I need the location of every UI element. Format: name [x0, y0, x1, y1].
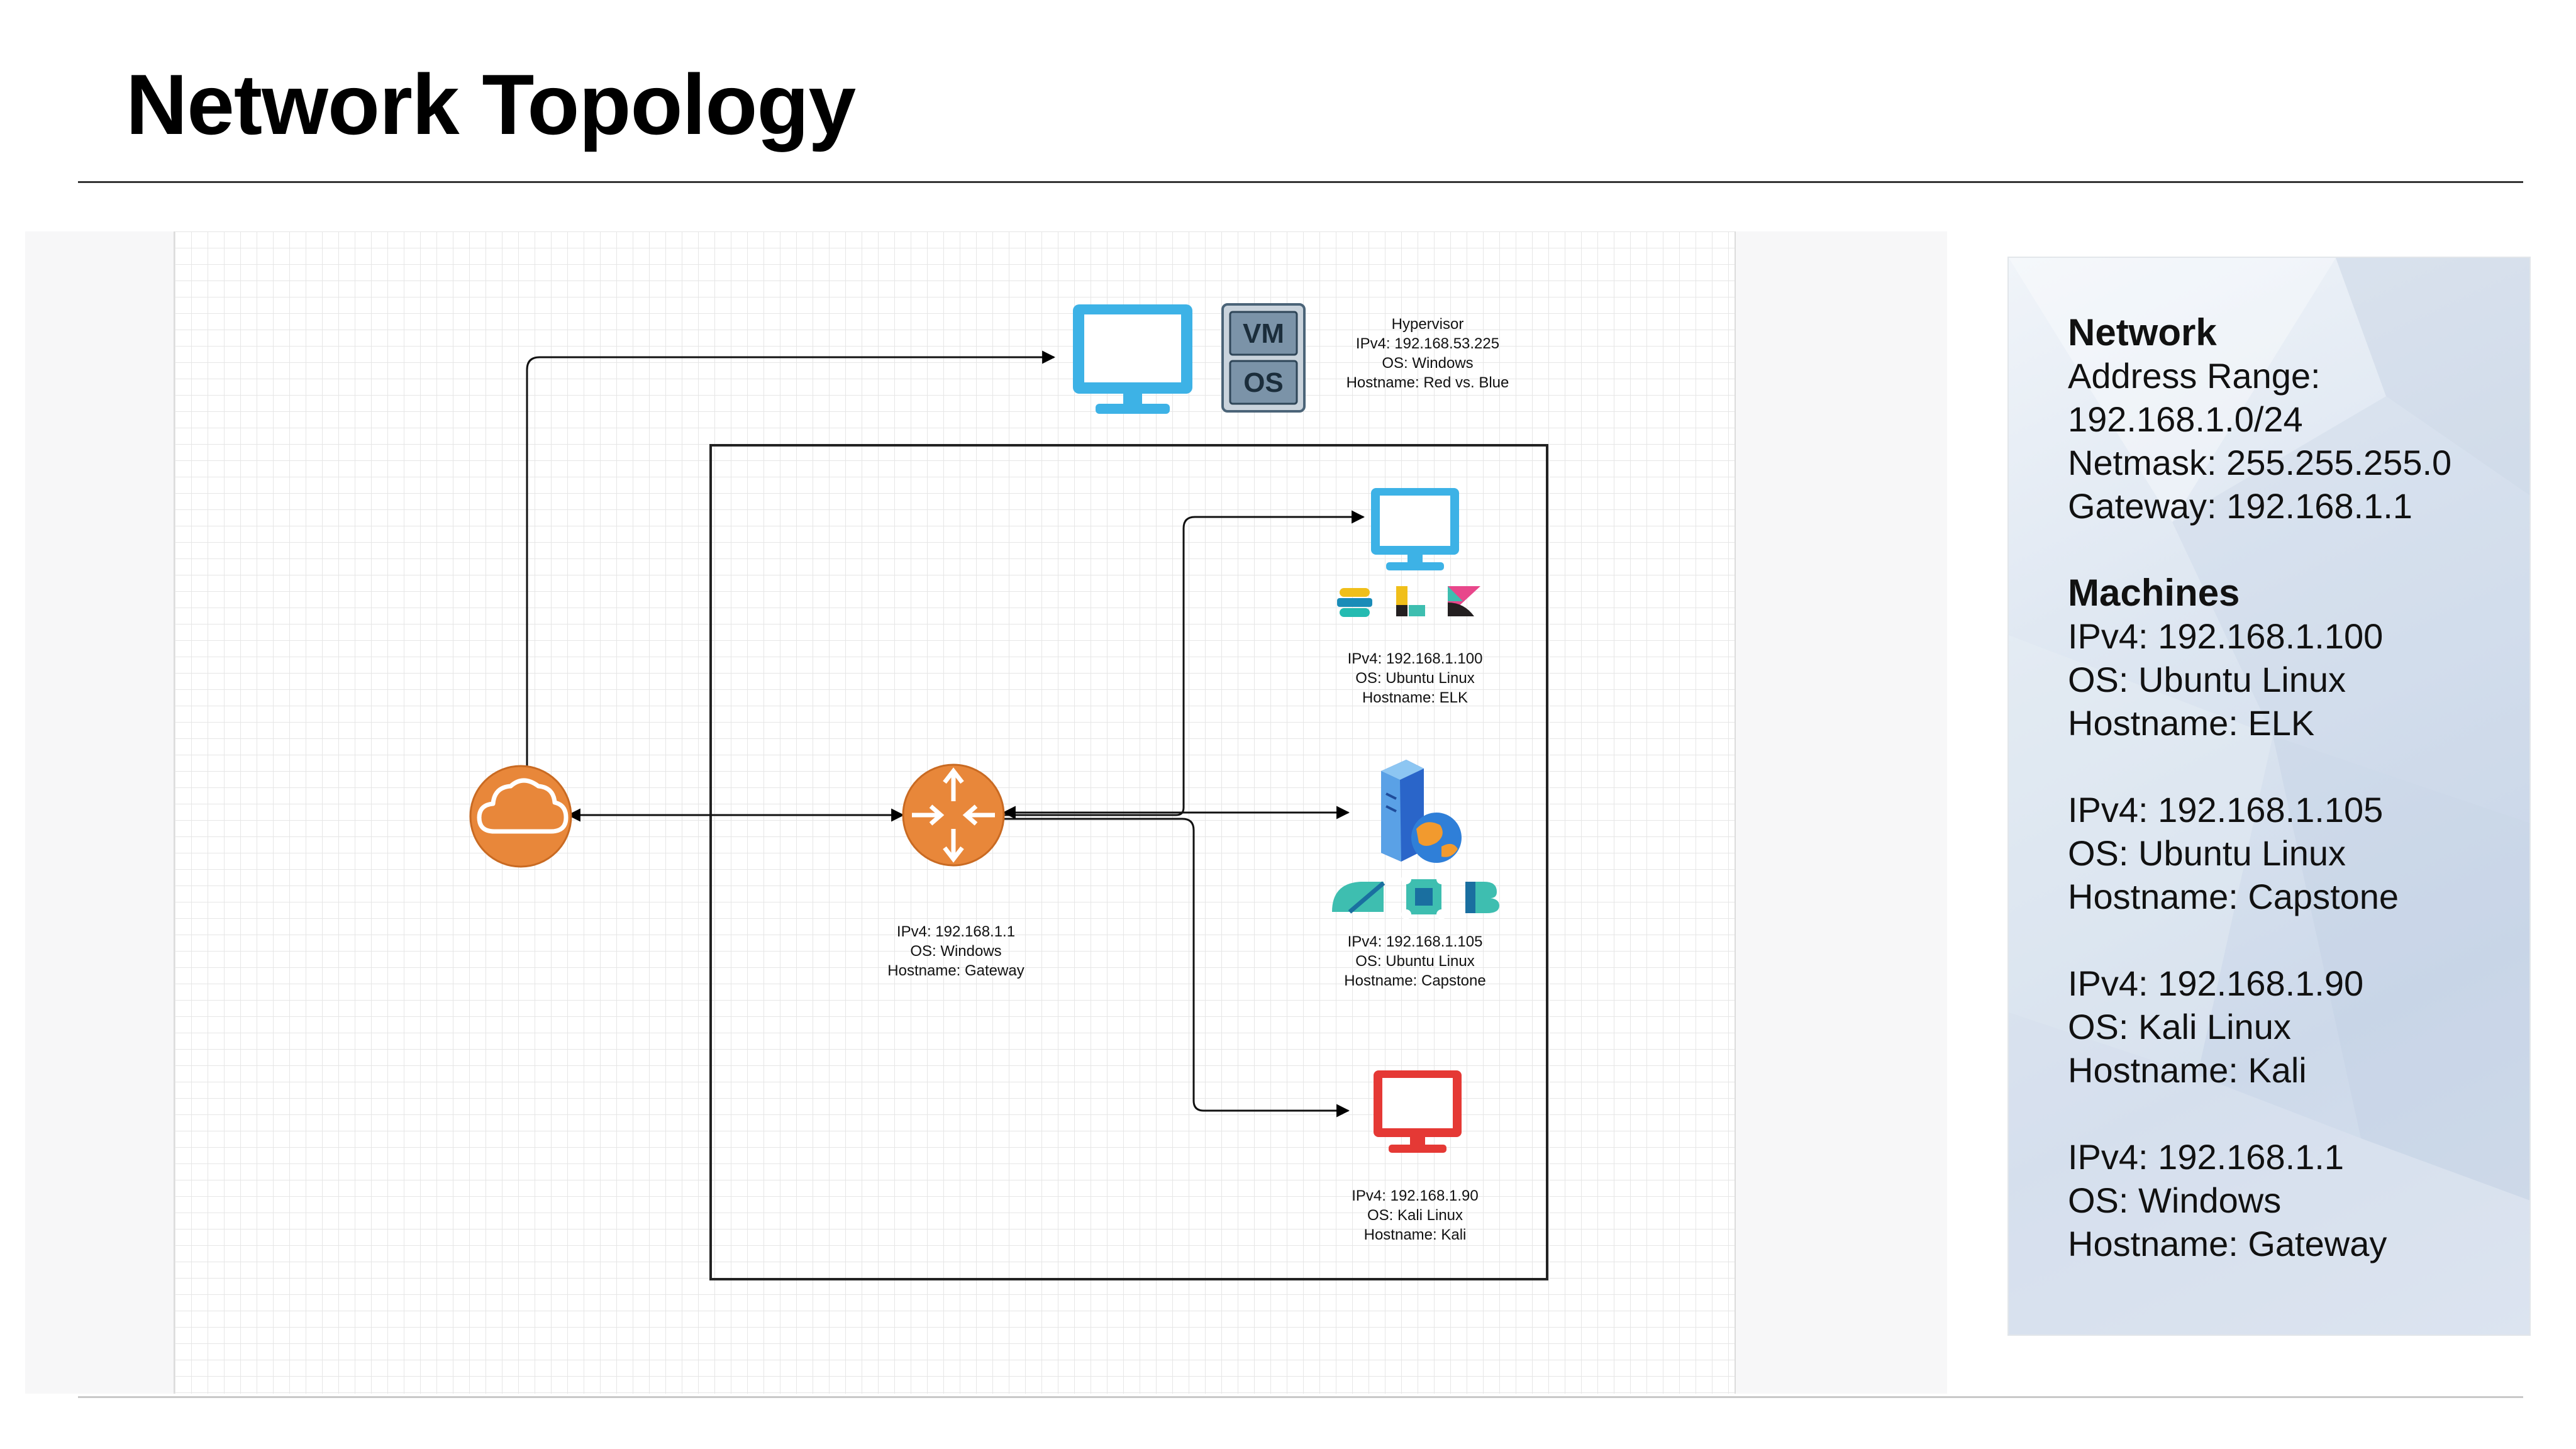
network-heading: Network [2068, 311, 2217, 353]
machines-heading: Machines [2068, 572, 2240, 614]
machine-elk-hostname: Hostname: ELK [2068, 703, 2315, 743]
gateway-to-elk-connector [1004, 510, 1365, 816]
hypervisor-ip: IPv4: 192.168.53.225 [1355, 335, 1500, 352]
spacer [2068, 918, 2451, 962]
hypervisor-name: Hypervisor [1391, 316, 1464, 333]
machine-gateway-ip: IPv4: 192.168.1.1 [2068, 1137, 2345, 1177]
gateway-router-icon [902, 763, 1005, 867]
machine-capstone-os: OS: Ubuntu Linux [2068, 833, 2346, 873]
kali-os: OS: Kali Linux [1367, 1207, 1463, 1224]
slide-title: Network Topology [126, 57, 856, 152]
gateway-ip: IPv4: 192.168.1.1 [896, 923, 1016, 940]
panel-background-pattern [2009, 258, 2529, 1335]
vm-badge-label: VM [1243, 318, 1284, 349]
machine-kali-os: OS: Kali Linux [2068, 1007, 2291, 1046]
elk-hostname: Hostname: ELK [1362, 689, 1468, 706]
spacer [2068, 1092, 2451, 1135]
spacer [2068, 528, 2451, 571]
hypervisor-os: OS: Windows [1382, 355, 1474, 372]
kali-monitor-icon [1374, 1070, 1462, 1153]
elk-ip: IPv4: 192.168.1.100 [1347, 650, 1483, 667]
machine-elk-os: OS: Ubuntu Linux [2068, 660, 2346, 699]
beats-icon [1465, 882, 1499, 913]
elk-os: OS: Ubuntu Linux [1355, 670, 1475, 687]
machine-gateway-os: OS: Windows [2068, 1180, 2282, 1220]
footer-divider [78, 1396, 2523, 1398]
title-divider [78, 181, 2523, 183]
cloud-to-hypervisor-connector [526, 350, 1056, 766]
network-info-text: Network Address Range: 192.168.1.0/24 Ne… [2068, 311, 2451, 1265]
address-range-value: 192.168.1.0/24 [2068, 399, 2303, 439]
capstone-label: IPv4: 192.168.1.105 OS: Ubuntu Linux Hos… [1314, 932, 1516, 991]
elk-monitor-icon [1371, 488, 1459, 570]
filebeat-icon [1401, 874, 1446, 919]
lan-boundary-box [709, 444, 1548, 1280]
hypervisor-label: Hypervisor IPv4: 192.168.53.225 OS: Wind… [1321, 314, 1535, 392]
machine-capstone-ip: IPv4: 192.168.1.105 [2068, 790, 2384, 830]
elasticsearch-icon [1337, 588, 1372, 617]
address-range-label: Address Range: [2068, 356, 2321, 396]
gateway-os: OS: Windows [910, 943, 1002, 960]
os-badge-label: OS [1243, 367, 1284, 398]
machine-kali-hostname: Hostname: Kali [2068, 1050, 2307, 1090]
metricbeat-icon [1332, 881, 1385, 914]
machine-elk-ip: IPv4: 192.168.1.100 [2068, 616, 2384, 656]
gateway-label: IPv4: 192.168.1.1 OS: Windows Hostname: … [855, 922, 1057, 980]
hypervisor-hostname: Hostname: Red vs. Blue [1346, 374, 1509, 391]
internet-cloud-icon [469, 765, 572, 868]
kali-label: IPv4: 192.168.1.90 OS: Kali Linux Hostna… [1314, 1186, 1516, 1245]
kali-ip: IPv4: 192.168.1.90 [1352, 1187, 1479, 1204]
machine-capstone-hostname: Hostname: Capstone [2068, 877, 2399, 916]
capstone-hostname: Hostname: Capstone [1344, 972, 1486, 989]
logstash-icon [1396, 586, 1425, 616]
kali-hostname: Hostname: Kali [1363, 1226, 1467, 1243]
gateway-to-kali-connector [1004, 818, 1350, 1118]
hypervisor-monitor-icon [1073, 304, 1192, 414]
network-info-panel: Network Address Range: 192.168.1.0/24 Ne… [2007, 257, 2531, 1336]
diagram-grid-canvas [174, 231, 1736, 1394]
elk-label: IPv4: 192.168.1.100 OS: Ubuntu Linux Hos… [1314, 649, 1516, 708]
spacer [2068, 745, 2451, 788]
capstone-os: OS: Ubuntu Linux [1355, 953, 1475, 970]
gateway-hostname: Hostname: Gateway [887, 962, 1024, 979]
machine-gateway-hostname: Hostname: Gateway [2068, 1224, 2387, 1263]
capstone-web-server-icon [1381, 760, 1462, 863]
machine-kali-ip: IPv4: 192.168.1.90 [2068, 963, 2364, 1003]
vm-os-icon: VM OS [1221, 303, 1306, 413]
capstone-ip: IPv4: 192.168.1.105 [1347, 933, 1483, 950]
netmask-line: Netmask: 255.255.255.0 [2068, 443, 2452, 482]
gateway-line: Gateway: 192.168.1.1 [2068, 486, 2412, 526]
kibana-icon [1448, 586, 1480, 616]
